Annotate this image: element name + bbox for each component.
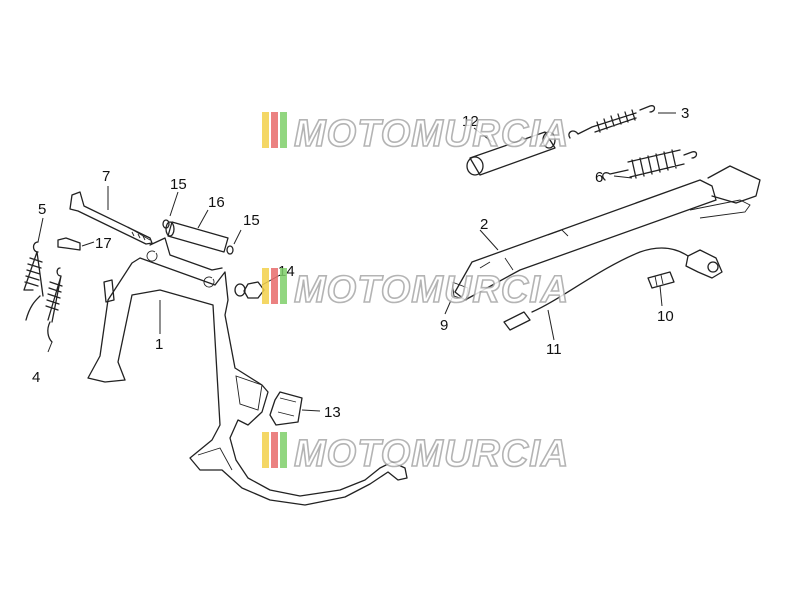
watermark-stripe — [280, 432, 287, 468]
callout-4: 4 — [32, 369, 40, 386]
spring-3 — [568, 105, 656, 139]
clip-9 — [451, 281, 469, 301]
callout-5: 5 — [38, 201, 46, 218]
nut-14 — [234, 281, 265, 299]
callout-17: 17 — [95, 235, 112, 252]
watermark-stripe — [280, 268, 287, 304]
callout-6: 6 — [595, 169, 603, 186]
callout-10: 10 — [657, 308, 674, 325]
side-stand-2 — [454, 165, 761, 301]
callout-13: 13 — [324, 404, 341, 421]
switch-cable-11 — [503, 247, 723, 331]
bolt-7 — [69, 191, 153, 245]
watermark-top: MOTOMURCIA — [262, 112, 569, 156]
watermark-text: MOTOMURCIA — [294, 269, 569, 311]
watermark-stripe — [280, 112, 287, 148]
callout-labels: 1 2 3 4 5 6 7 9 10 11 12 13 14 15 15 16 … — [32, 105, 689, 421]
callout-7: 7 — [102, 168, 110, 185]
watermark-stripe — [262, 268, 269, 304]
sleeve-16 — [165, 221, 229, 253]
watermark-text: MOTOMURCIA — [294, 113, 569, 155]
callout-3: 3 — [681, 105, 689, 122]
screw-17 — [57, 237, 81, 251]
o-ring-15a — [162, 219, 170, 229]
o-ring-15b — [226, 245, 234, 255]
callout-9: 9 — [440, 317, 448, 334]
watermark-stripe — [262, 112, 269, 148]
watermark-stripe — [271, 268, 278, 304]
callout-1: 1 — [155, 336, 163, 353]
watermark-bottom: MOTOMURCIA — [262, 432, 569, 476]
watermark-text: MOTOMURCIA — [294, 433, 569, 475]
watermark-middle: MOTOMURCIA — [262, 268, 569, 312]
callout-15b: 15 — [243, 212, 260, 229]
center-stand — [87, 237, 408, 506]
watermark-stripe — [262, 432, 269, 468]
callout-16: 16 — [208, 194, 225, 211]
callout-11: 11 — [546, 341, 562, 358]
spring-6 — [602, 149, 698, 181]
screw-10 — [647, 271, 675, 289]
sleeve-12 — [466, 131, 556, 176]
callout-12: 12 — [462, 113, 479, 130]
watermark-stripe — [271, 112, 278, 148]
pad-13 — [269, 391, 303, 426]
spring-4 — [45, 267, 63, 343]
callout-2: 2 — [480, 216, 488, 233]
callout-15a: 15 — [170, 176, 187, 193]
watermark-stripe — [271, 432, 278, 468]
spring-5 — [23, 241, 44, 321]
leader-lines — [37, 112, 676, 412]
